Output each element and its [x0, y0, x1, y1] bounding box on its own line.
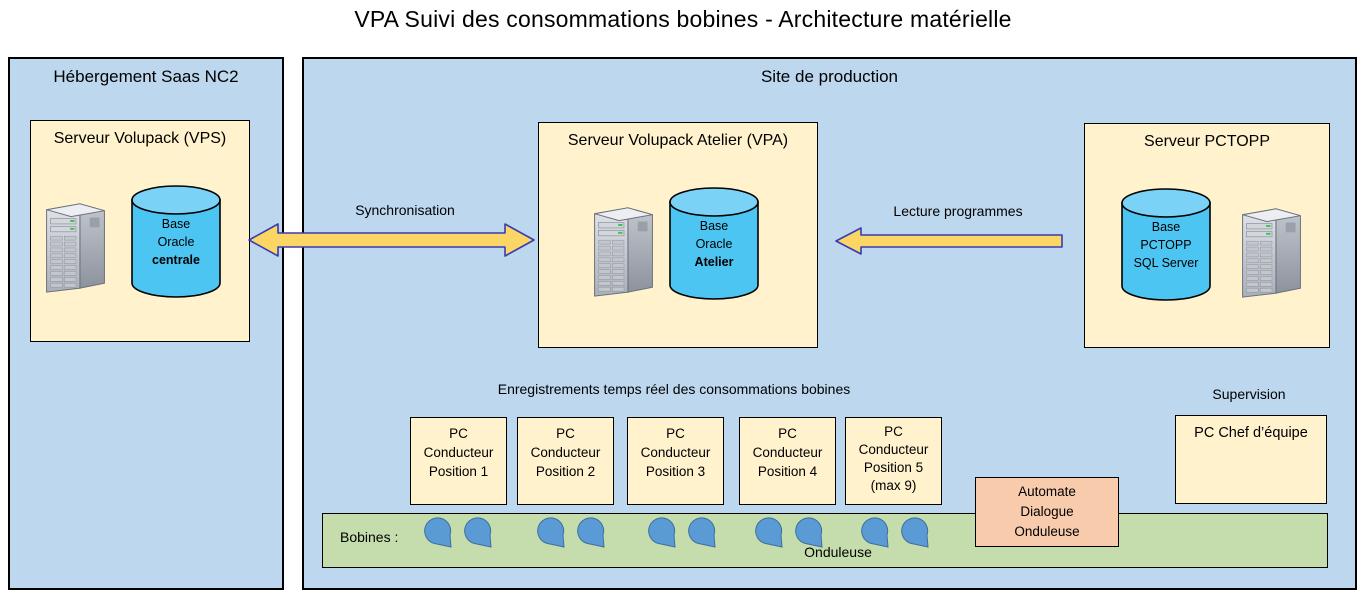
synchronisation-arrow	[248, 223, 535, 257]
pc-chef-equipe-label: PC Chef d’équipe	[1194, 425, 1308, 441]
pc-line: Position 3	[645, 464, 706, 479]
onduleuse-label: Onduleuse	[804, 544, 872, 560]
pc-conducteur-3-box: PC Conducteur Position 3	[627, 417, 724, 505]
pc-line: PC	[449, 426, 468, 441]
pc-line: Position 4	[757, 464, 818, 479]
lecture-programmes-arrow	[835, 227, 1063, 255]
pctopp-server-box: Serveur PCTOPP Base PCTOPP SQL Server	[1084, 123, 1330, 348]
vps-server-box: Serveur Volupack (VPS)	[30, 120, 250, 342]
production-region: Site de production Serveur Volupack Atel…	[302, 57, 1357, 590]
realtime-recording-label: Enregistrements temps réel des consommat…	[497, 381, 851, 397]
automate-line: Dialogue	[1020, 504, 1074, 519]
bobine-icon	[577, 517, 605, 548]
bobine-pair-4	[755, 516, 825, 554]
bobine-pair-1	[424, 516, 494, 554]
database-cylinder-icon	[1121, 188, 1211, 301]
db-line: Base	[1151, 220, 1181, 234]
pc-line: Position 2	[535, 464, 596, 479]
synchronisation-label: Synchronisation	[355, 202, 455, 218]
bobines-label: Bobines :	[340, 529, 399, 545]
vps-server-title: Serveur Volupack (VPS)	[53, 130, 227, 147]
db-line: Atelier	[694, 255, 734, 269]
pctopp-server-title: Serveur PCTOPP	[1144, 133, 1270, 150]
onduleuse-bar: Bobines :	[322, 513, 1328, 568]
pc-line: Conducteur	[530, 445, 601, 460]
supervision-label: Supervision	[1212, 386, 1286, 402]
pc-line: Conducteur	[640, 445, 711, 460]
bobine-pair-2	[537, 516, 607, 554]
database-cylinder-icon	[669, 187, 759, 300]
server-tower-icon	[1242, 208, 1301, 298]
database-cylinder-icon	[131, 185, 221, 298]
pc-line: Position 5	[863, 460, 924, 475]
pc-line: Position 1	[428, 464, 489, 479]
db-line: Base	[699, 219, 729, 233]
pc-chef-equipe-box: PC Chef d’équipe	[1175, 415, 1327, 504]
pc-conducteur-5-box: PC Conducteur Position 5 (max 9)	[845, 417, 942, 505]
bobine-icon	[861, 517, 889, 548]
pc-line: PC	[778, 426, 797, 441]
db-line: PCTOPP	[1140, 238, 1192, 252]
pc-line: Conducteur	[858, 442, 929, 457]
pc-line: Conducteur	[423, 445, 494, 460]
pc-line: PC	[884, 424, 903, 439]
pc-conducteur-4-box: PC Conducteur Position 4	[739, 417, 836, 505]
bobine-pair-5	[861, 516, 931, 554]
lecture-programmes-label: Lecture programmes	[893, 203, 1023, 219]
server-tower-icon	[594, 207, 653, 297]
automate-line: Onduleuse	[1014, 524, 1080, 539]
automate-line: Automate	[1018, 484, 1076, 499]
pc-conducteur-2-box: PC Conducteur Position 2	[517, 417, 614, 505]
bobine-icon	[424, 517, 452, 548]
bobine-icon	[537, 517, 565, 548]
db-line: centrale	[152, 253, 200, 267]
vpa-server-box: Serveur Volupack Atelier (VPA)	[538, 122, 818, 348]
pc-line: (max 9)	[870, 478, 917, 493]
production-region-label: Site de production	[760, 67, 899, 86]
bobine-icon	[464, 517, 492, 548]
db-line: SQL Server	[1133, 256, 1199, 270]
oracle-atelier-db-cylinder: Base Oracle Atelier	[667, 185, 761, 303]
bobine-pair-3	[648, 516, 718, 554]
saas-region: Hébergement Saas NC2 Serveur Volupack (V…	[8, 57, 284, 590]
bobine-icon	[688, 517, 716, 548]
pc-line: PC	[666, 426, 685, 441]
saas-region-label: Hébergement Saas NC2	[53, 67, 239, 86]
oracle-centrale-db-cylinder: Base Oracle centrale	[129, 183, 223, 301]
bobine-icon	[755, 517, 783, 548]
vpa-server-title: Serveur Volupack Atelier (VPA)	[567, 132, 789, 149]
db-line: Base	[161, 217, 191, 231]
automate-dialogue-box: Automate Dialogue Onduleuse	[975, 477, 1119, 547]
db-line: Oracle	[695, 237, 733, 251]
server-tower-icon	[46, 203, 105, 293]
bobine-icon	[901, 517, 929, 548]
db-line: Oracle	[157, 235, 195, 249]
pc-line: PC	[556, 426, 575, 441]
pc-line: Conducteur	[752, 445, 823, 460]
pctopp-db-cylinder: Base PCTOPP SQL Server	[1119, 186, 1213, 304]
bobine-icon	[795, 517, 823, 548]
pc-conducteur-1-box: PC Conducteur Position 1	[410, 417, 507, 505]
bobine-icon	[648, 517, 676, 548]
page-title: VPA Suivi des consommations bobines - Ar…	[354, 6, 1012, 32]
